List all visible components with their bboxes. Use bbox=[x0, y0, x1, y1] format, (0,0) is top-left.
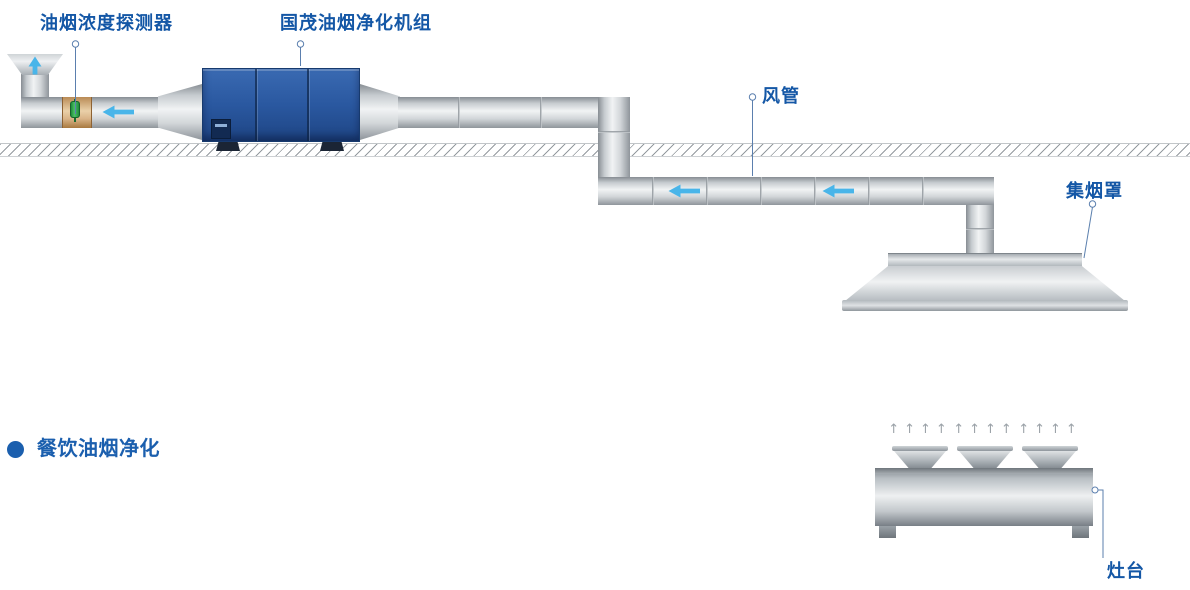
label-air-duct: 风管 bbox=[762, 86, 800, 107]
wok-rim bbox=[892, 446, 948, 451]
duct-joint bbox=[922, 177, 924, 205]
stove-foot bbox=[879, 526, 896, 538]
steam-arrows-icon: ↑↑↑↑ bbox=[1018, 422, 1082, 437]
flow-arrow-left-icon bbox=[822, 184, 854, 198]
duct-joint bbox=[540, 97, 542, 128]
rooftop-hatch bbox=[0, 143, 1190, 157]
steam-arrows-icon: ↑↑↑↑ bbox=[953, 422, 1017, 437]
wok-bowl bbox=[894, 451, 946, 468]
duct-joint bbox=[814, 177, 816, 205]
duct-joint bbox=[598, 131, 630, 133]
stove-body bbox=[875, 468, 1093, 526]
hood-bottom-lip bbox=[842, 300, 1128, 311]
hood-top-band bbox=[888, 253, 1082, 267]
label-smoke-hood: 集烟罩 bbox=[1066, 181, 1123, 202]
outlet-duct bbox=[398, 97, 630, 128]
hood-flare bbox=[845, 266, 1125, 301]
duct-joint bbox=[966, 228, 994, 230]
label-stove: 灶台 bbox=[1107, 561, 1145, 582]
purifier-foot bbox=[320, 142, 344, 151]
purifier-outlet-taper bbox=[360, 84, 400, 140]
exhaust-up-arrow-icon bbox=[28, 56, 42, 75]
duct-joint bbox=[458, 97, 460, 128]
duct-joint bbox=[652, 177, 654, 205]
flow-arrow-left-icon bbox=[668, 184, 700, 198]
stove-foot bbox=[1072, 526, 1089, 538]
duct-joint bbox=[868, 177, 870, 205]
label-detector: 油烟浓度探测器 bbox=[40, 13, 173, 34]
section-title: 餐饮油烟净化 bbox=[37, 436, 160, 460]
concentration-sensor bbox=[70, 101, 80, 118]
purifier-panel-divider bbox=[255, 69, 257, 141]
purifier-unit-body bbox=[202, 68, 360, 142]
duct-joint bbox=[760, 177, 762, 205]
stove-top-edge bbox=[875, 468, 1093, 474]
purifier-panel-divider bbox=[307, 69, 309, 141]
duct-joint bbox=[706, 177, 708, 205]
legend-bullet-icon bbox=[7, 441, 24, 458]
nameplate-mark bbox=[215, 124, 227, 127]
purifier-nameplate bbox=[211, 119, 231, 139]
purifier-foot bbox=[216, 142, 240, 151]
purifier-inlet-taper bbox=[158, 84, 202, 140]
wok-bowl bbox=[1024, 451, 1076, 468]
wok-rim bbox=[1022, 446, 1078, 451]
flow-arrow-left-icon bbox=[102, 105, 134, 119]
steam-arrows-icon: ↑↑↑↑ bbox=[888, 422, 952, 437]
wok-bowl bbox=[959, 451, 1011, 468]
wok-rim bbox=[957, 446, 1013, 451]
main-duct-run bbox=[598, 177, 994, 205]
label-purifier-unit: 国茂油烟净化机组 bbox=[280, 13, 432, 34]
